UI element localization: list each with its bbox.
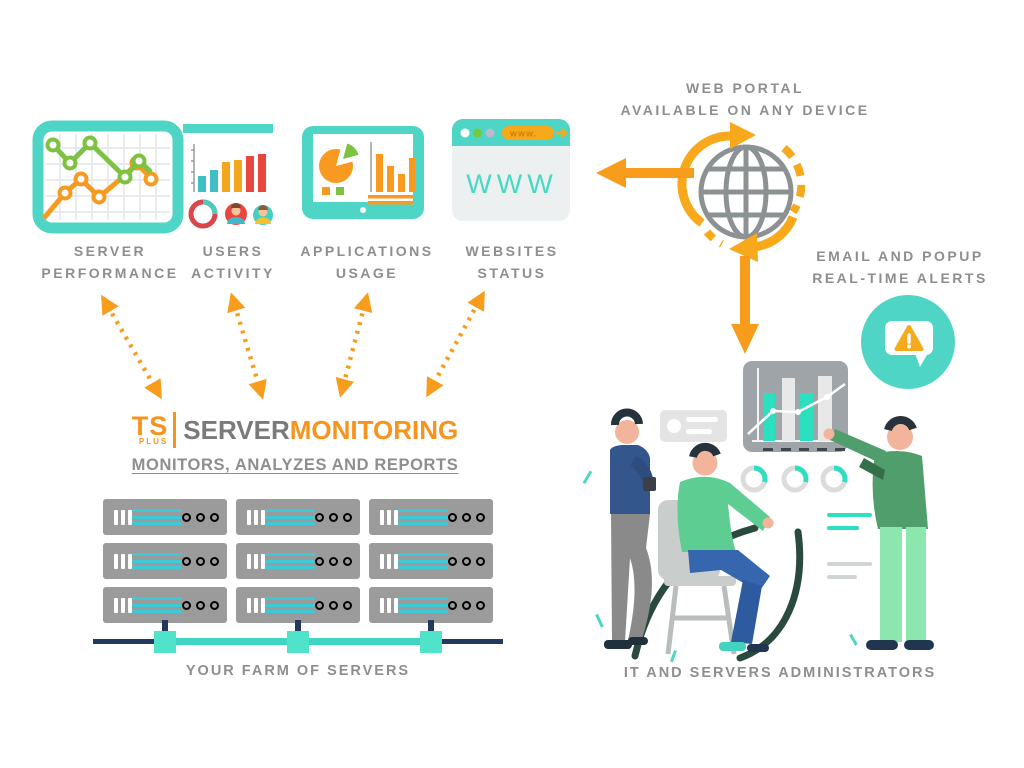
caption-users-activity: USERS ACTIVITY [191, 243, 275, 281]
notification-card [660, 410, 727, 442]
globe-wireframe [698, 144, 794, 240]
network-stub [162, 620, 168, 640]
arrow-left-icon [596, 158, 694, 188]
address-bar-text: www. [509, 129, 537, 139]
server-unit [369, 499, 493, 535]
server-drive-slots [380, 597, 398, 613]
logo-divider [173, 412, 177, 448]
server-unit [103, 499, 227, 535]
server-farm [103, 499, 493, 623]
server-performance-icon [32, 120, 184, 234]
green-series-markers [45, 135, 147, 185]
server-vent-lines [132, 553, 182, 569]
server-drive-slots [247, 509, 265, 525]
server-vent-lines [132, 597, 182, 613]
server-vent-lines [265, 553, 315, 569]
donut-chart [188, 199, 218, 229]
go-arrow-icon [556, 128, 569, 138]
caption-alerts: EMAIL AND POPUP REAL-TIME ALERTS [812, 248, 988, 286]
server-unit [369, 543, 493, 579]
server-unit [236, 499, 360, 535]
network-switch-node [287, 631, 309, 653]
server-drive-slots [380, 553, 398, 569]
server-drive-slots [247, 553, 265, 569]
websites-status-icon: www. WWW [452, 119, 570, 221]
network-switch-node [154, 631, 176, 653]
server-vent-lines [132, 509, 182, 525]
activity-bars [198, 154, 266, 192]
arrow-down-icon [731, 256, 759, 354]
admins-illustration [582, 361, 934, 663]
logo-word-server: SERVER [183, 414, 290, 445]
person-standing-right [823, 416, 934, 650]
server-unit [236, 587, 360, 623]
usage-bar-chart [368, 142, 415, 205]
network-stub [428, 620, 434, 640]
person-standing-left [604, 408, 656, 649]
caption-admins: IT AND SERVERS ADMINISTRATORS [623, 665, 937, 681]
server-drive-slots [380, 509, 398, 525]
server-vent-lines [398, 509, 448, 525]
server-drive-slots [114, 597, 132, 613]
dotted-flow-arrows [101, 290, 485, 400]
server-status-leds [315, 512, 352, 522]
product-logo: TS PLUS SERVER MONITORING MONITORS, ANAL… [115, 412, 475, 475]
dashboard-panel [743, 361, 848, 452]
server-drive-slots [114, 553, 132, 569]
caption-applications-usage: APPLICATIONS USAGE [300, 243, 434, 281]
network-switch-node [420, 631, 442, 653]
server-drive-slots [114, 509, 132, 525]
server-unit [236, 543, 360, 579]
server-status-leds [315, 556, 352, 566]
users-activity-icon [183, 124, 273, 229]
person-sitting [677, 442, 774, 652]
donut-gauges [740, 465, 848, 493]
server-status-leds [182, 600, 219, 610]
server-status-leds [315, 600, 352, 610]
network-stub [295, 620, 301, 640]
user-avatar-red [225, 203, 247, 225]
server-vent-lines [265, 597, 315, 613]
home-button [360, 207, 366, 213]
caption-farm: YOUR FARM OF SERVERS [185, 663, 411, 679]
logo-word-monitoring: MONITORING [289, 414, 459, 445]
logo-tagline: MONITORS, ANALYZES AND REPORTS [131, 456, 459, 474]
server-unit [103, 543, 227, 579]
caption-web-portal: WEB PORTAL AVAILABLE ON ANY DEVICE [620, 80, 870, 118]
server-status-leds [182, 556, 219, 566]
logo-ts-text: TS [131, 410, 169, 441]
window-dot-white [460, 128, 470, 138]
logo-plus-text: PLUS [138, 436, 169, 446]
www-text: WWW [466, 169, 557, 199]
server-unit [103, 587, 227, 623]
user-avatar-teal [253, 205, 273, 225]
server-status-leds [448, 556, 485, 566]
server-status-leds [448, 600, 485, 610]
alert-bubble-icon [861, 295, 955, 389]
pie-chart [318, 143, 359, 195]
axis [191, 144, 195, 192]
caption-websites-status: WEBSITES STATUS [465, 243, 559, 281]
server-status-leds [182, 512, 219, 522]
server-vent-lines [265, 509, 315, 525]
window-dot-green [473, 128, 482, 138]
server-drive-slots [247, 597, 265, 613]
decor-ticks [582, 470, 858, 663]
server-unit [369, 587, 493, 623]
stat-lines [827, 513, 872, 579]
top-bar [183, 124, 273, 133]
server-status-leds [448, 512, 485, 522]
window-dot-gray [485, 128, 495, 138]
caption-server-performance: SERVER PERFORMANCE [41, 243, 179, 281]
server-vent-lines [398, 597, 448, 613]
address-bar [502, 126, 554, 140]
globe-sync-icon [677, 122, 806, 262]
applications-usage-icon [302, 126, 424, 219]
tsplus-logo: TS PLUS [131, 410, 169, 446]
server-vent-lines [398, 553, 448, 569]
